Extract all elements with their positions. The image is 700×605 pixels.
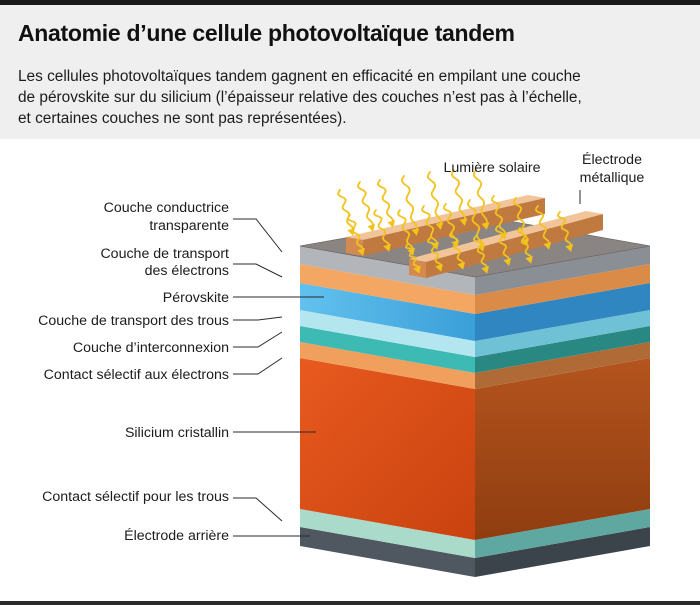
label-interconnect: Couche d’interconnexion: [73, 340, 229, 356]
header-panel: Anatomie d’une cellule photovoltaïque ta…: [0, 5, 700, 139]
sunlight-arrowhead: [435, 263, 443, 272]
sunlight-arrowhead: [481, 266, 489, 274]
layer-stack: [299, 214, 651, 577]
sunlight-ray: [472, 169, 488, 227]
intro-line-1: Les cellules photovoltaïques tandem gagn…: [18, 68, 581, 85]
sunlight-arrowhead: [481, 222, 490, 230]
sunlight-arrowhead: [367, 224, 376, 232]
sunlight-arrowhead: [387, 220, 396, 228]
sunlight-arrowhead: [503, 258, 512, 266]
sunlight-ray: [397, 209, 414, 253]
sunlight-ray: [467, 199, 484, 249]
intro-line-3: et certaines couches ne sont pas représe…: [18, 110, 347, 127]
label-metal-electrode-2: métallique: [580, 170, 645, 186]
sunlight-ray: [450, 169, 466, 223]
label-electron-contact: Contact sélectif aux électrons: [44, 367, 229, 383]
label-rear-electrode: Électrode arrière: [124, 527, 229, 544]
sunlight-ray: [357, 181, 374, 229]
layer-crystalline-silicon: [300, 358, 650, 540]
sunlight-ray: [373, 209, 390, 249]
layer-electron-contact: [300, 342, 650, 389]
leader-etl: [233, 263, 283, 278]
intro-text: Les cellules photovoltaïques tandem gagn…: [18, 66, 688, 129]
leader-hole-contact: [233, 497, 283, 522]
sunlight-ray: [426, 237, 442, 269]
label-perovskite: Pérovskite: [163, 290, 229, 306]
leader-lines: [233, 190, 581, 537]
leader-htl: [233, 316, 283, 321]
sunlight-ray: [421, 205, 438, 247]
sunlight-ray: [401, 175, 418, 233]
layer-hole-contact: [300, 509, 650, 558]
sunlight-arrowhead: [459, 218, 468, 226]
label-hole-contact: Contact sélectif pour les trous: [42, 489, 229, 505]
sunlight-ray: [516, 227, 532, 261]
layer-interconnect: [300, 326, 650, 373]
label-tco-1: Couche conductrice: [104, 200, 230, 216]
page-title: Anatomie d’une cellule photovoltaïque ta…: [18, 20, 515, 46]
bottom-rule: [0, 601, 700, 605]
sunlight-ray: [377, 179, 394, 225]
sunlight-arrowhead: [357, 247, 365, 256]
sunlight-ray: [448, 231, 464, 267]
sunlight-arrowhead: [565, 244, 574, 252]
sunlight-ray: [337, 189, 354, 233]
intro-line-2: de pérovskite sur du silicium (l’épaisse…: [18, 89, 582, 106]
sunlight-ray: [494, 225, 510, 263]
label-silicon: Silicium cristallin: [125, 425, 229, 441]
sunlight-rays: [337, 169, 574, 274]
layer-electron-transport: [300, 264, 650, 314]
label-tco-2: transparente: [149, 218, 229, 234]
label-metal-electrode-1: Électrode: [582, 151, 642, 168]
label-etl-1: Couche de transport: [100, 246, 229, 262]
top-rule: [0, 0, 700, 5]
sunlight-ray: [534, 205, 550, 247]
sunlight-arrowhead: [457, 262, 465, 270]
sunlight-arrowhead: [413, 265, 421, 274]
sunlight-arrowhead: [435, 222, 444, 230]
layer-perovskite: [300, 283, 650, 341]
sunlight-arrowhead: [383, 243, 391, 252]
sunlight-arrowhead: [543, 242, 552, 250]
sunlight-arrowhead: [411, 228, 420, 236]
sunlight-ray: [404, 243, 420, 271]
layer-hole-transport: [300, 310, 650, 357]
sunlight-ray: [472, 235, 488, 271]
sunlight-ray: [426, 171, 442, 227]
leader-interconnect: [233, 331, 283, 348]
sunlight-ray: [347, 214, 364, 253]
label-htl: Couche de transport des trous: [38, 313, 229, 329]
labels: Lumière solaire Électrode métallique Cou…: [38, 151, 644, 544]
sunlight-ray: [490, 195, 506, 237]
layer-rear-electrode: [300, 527, 650, 577]
label-sunlight: Lumière solaire: [444, 160, 541, 176]
sunlight-arrowhead: [525, 255, 533, 264]
sunlight-ray: [556, 211, 572, 249]
leader-electron-contact: [233, 357, 283, 375]
label-etl-2: des électrons: [145, 263, 229, 279]
leader-tco: [233, 218, 283, 253]
